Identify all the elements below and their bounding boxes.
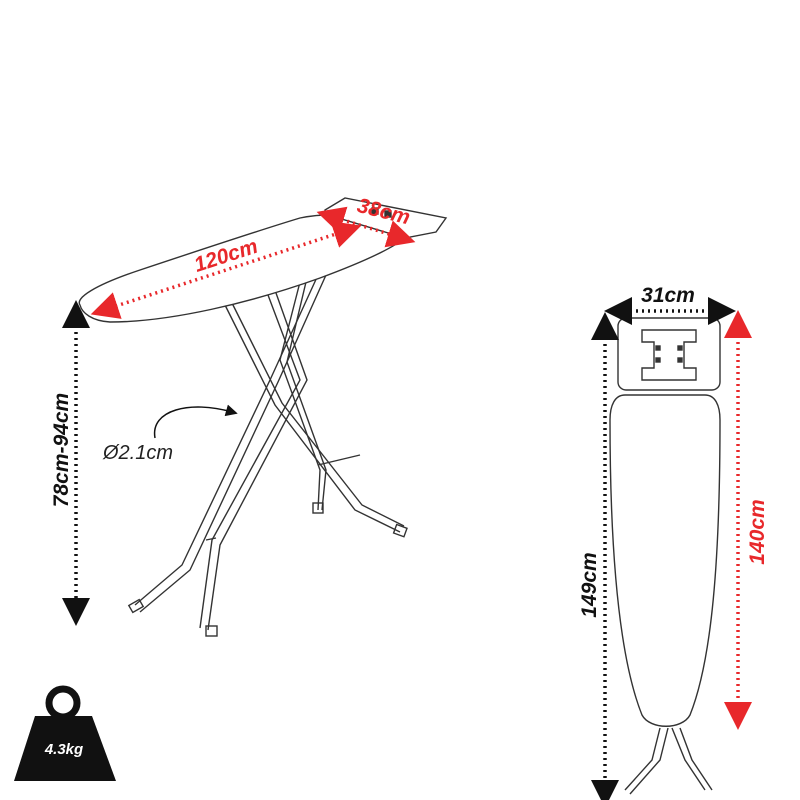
board-width-dimension-line <box>316 206 416 248</box>
folded-width-label: 31cm <box>641 284 695 307</box>
weight-icon: 4.3kg <box>14 685 116 781</box>
folded-total-height-label: 149cm <box>578 552 601 617</box>
folded-ironing-board <box>609 317 721 795</box>
board-top <box>78 214 407 323</box>
board-length-dimension-line <box>90 221 362 319</box>
folded-board <box>609 394 721 727</box>
weight-label: 4.3kg <box>44 741 83 758</box>
height-range-label: 78cm-94cm <box>50 393 73 507</box>
tube-diameter-label: Ø2.1cm <box>102 442 173 464</box>
folded-board-length-label: 140cm <box>746 499 769 564</box>
standing-ironing-board <box>78 197 448 637</box>
legs <box>127 274 408 637</box>
diameter-pointer-arrow <box>153 404 238 439</box>
